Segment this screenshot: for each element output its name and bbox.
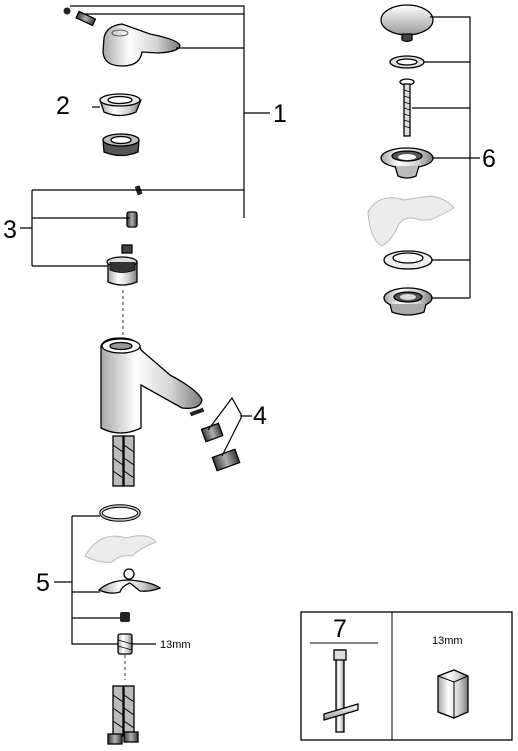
- waste-body-nut: [383, 287, 433, 316]
- plug-stem: [399, 78, 415, 137]
- waste-assembly: 6: [367, 4, 496, 316]
- cartridge: [106, 211, 138, 286]
- fixing-nut: [120, 612, 130, 622]
- waste-flange: [380, 147, 434, 179]
- basin-mixer-body: [100, 337, 203, 434]
- callout-2: 2: [56, 92, 70, 120]
- callout-4: 4: [253, 402, 267, 430]
- callout-7: 7: [333, 615, 347, 643]
- clamp-plate: [97, 568, 162, 594]
- socket-icon: [437, 669, 469, 719]
- callout-5: 5: [36, 569, 50, 597]
- flex-hoses-lower: [107, 685, 139, 745]
- lever-handle: [102, 23, 181, 67]
- fixing-ring: [99, 504, 141, 522]
- plug-seal-ring: [389, 55, 425, 69]
- waste-washer: [383, 250, 433, 270]
- threaded-stud: [117, 633, 133, 655]
- box-size-label: 13mm: [432, 635, 463, 647]
- hex-key-tool-icon: [323, 649, 359, 733]
- wrench-size-label: 13mm: [160, 639, 191, 651]
- tool-box: 7 13mm: [300, 611, 513, 741]
- cap-ring: [99, 93, 142, 117]
- callout-3: 3: [3, 216, 17, 244]
- aerator-set: [189, 407, 241, 472]
- waste-plug-cap: [380, 4, 434, 43]
- callout-1: 1: [273, 100, 287, 128]
- flex-hoses-upper: [112, 435, 135, 487]
- cartridge-nut: [102, 133, 140, 157]
- callout-6: 6: [482, 145, 496, 173]
- basin-outline-left: [84, 535, 157, 563]
- handle-screw: [63, 7, 97, 27]
- basin-outline-right: [367, 195, 455, 247]
- mixer-assembly: 1 2 3 4 5 13mm: [3, 5, 287, 745]
